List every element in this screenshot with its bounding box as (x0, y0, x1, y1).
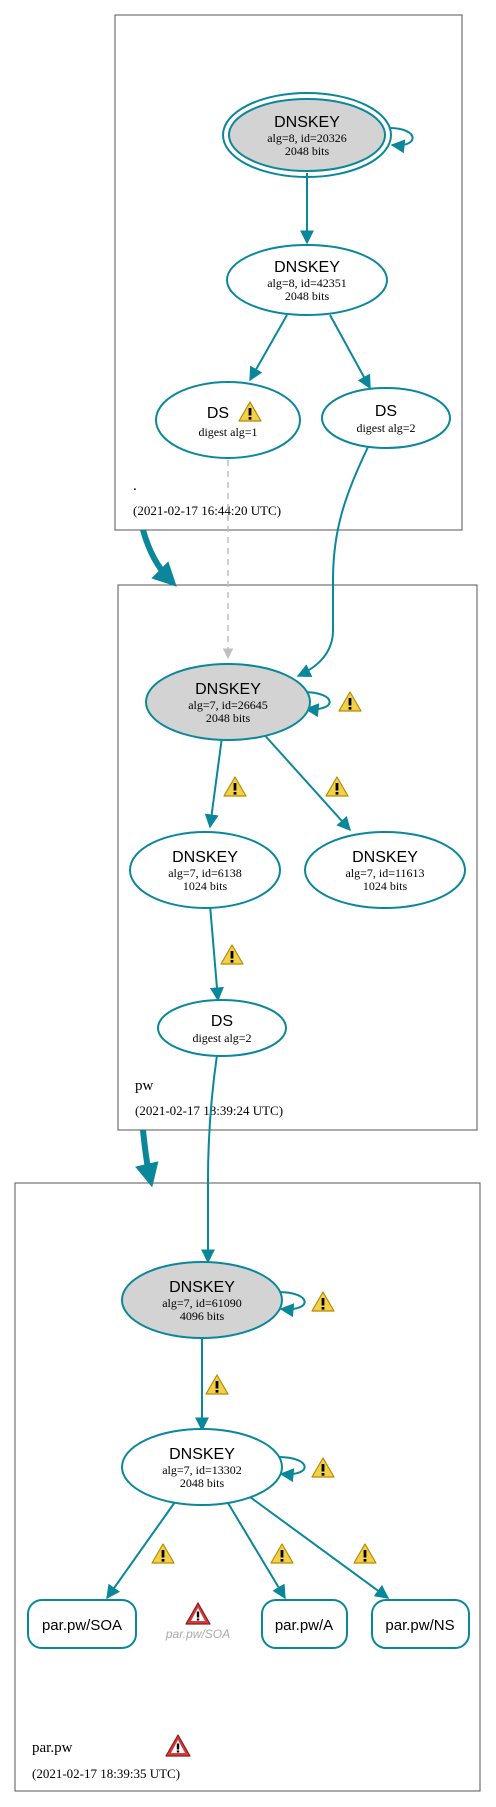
node-root-ksk[interactable]: DNSKEY alg=8, id=20326 2048 bits (222, 92, 392, 178)
node-root-ksk-bits: 2048 bits (285, 144, 330, 158)
node-root-ds1-title: DS (207, 405, 229, 422)
rrset-ns-label: par.pw/NS (385, 1617, 454, 1634)
node-pw-zsk2-title: DNSKEY (352, 849, 418, 866)
node-parpw-ksk[interactable]: DNSKEY alg=7, id=61090 4096 bits (121, 1261, 283, 1339)
selfloop-pw-ksk (302, 691, 331, 718)
edge-parpw-zsk-to-a (227, 1502, 286, 1600)
node-pw-zsk1-bits: 1024 bits (183, 879, 228, 893)
rrset-ns[interactable]: par.pw/NS (371, 1599, 470, 1649)
node-parpw-zsk-bits: 2048 bits (180, 1476, 225, 1490)
error-icon-zone-parpw (165, 1734, 191, 1757)
edge-parpw-zsk-to-ns (249, 1496, 390, 1599)
warning-icon-parpw-zsk-selfloop (311, 1457, 335, 1478)
warning-icon-pw-zsk1-to-ds (220, 944, 244, 965)
node-root-ds2[interactable]: DS digest alg=2 (321, 387, 451, 449)
rrset-soa[interactable]: par.pw/SOA (27, 1599, 137, 1649)
zone-pw-timestamp: (2021-02-17 18:39:24 UTC) (135, 1103, 283, 1118)
node-pw-ksk[interactable]: DNSKEY alg=7, id=26645 2048 bits (145, 663, 311, 741)
rrset-soa-label: par.pw/SOA (42, 1617, 122, 1634)
zone-root-name: . (133, 478, 137, 494)
edge-root-zsk-to-ds2 (329, 314, 371, 390)
edge-pw-ds-to-parpw-ksk (201, 1054, 218, 1264)
selfloop-root-ksk (388, 127, 414, 154)
warning-icon-parpw-ksk-selfloop (311, 1291, 335, 1312)
node-root-zsk-alg: alg=8, id=42351 (267, 276, 347, 290)
rrset-ghost-soa-label: par.pw/SOA (165, 1627, 230, 1641)
warning-icon-pw-ksk-to-zsk2 (325, 776, 349, 797)
node-pw-ds[interactable]: DS digest alg=2 (157, 999, 287, 1057)
node-root-ds1-digest: digest alg=1 (198, 425, 257, 439)
rrset-a[interactable]: par.pw/A (261, 1599, 348, 1649)
rrset-a-label: par.pw/A (275, 1617, 333, 1634)
edge-pw-ksk-to-zsk1 (204, 736, 223, 829)
node-root-ds1[interactable]: DS digest alg=1 (155, 381, 301, 459)
delegation-arrow-root-pw (140, 529, 177, 587)
node-root-ds2-digest: digest alg=2 (356, 421, 415, 435)
node-pw-zsk1-title: DNSKEY (172, 849, 238, 866)
node-pw-zsk2-alg: alg=7, id=11613 (345, 866, 424, 880)
node-pw-zsk1-alg: alg=7, id=6138 (168, 866, 242, 880)
node-parpw-zsk[interactable]: DNSKEY alg=7, id=13302 2048 bits (121, 1428, 283, 1506)
zone-root-box (114, 14, 463, 531)
node-root-ds2-title: DS (375, 403, 397, 420)
node-root-ksk-title: DNSKEY (274, 114, 340, 131)
warning-icon-parpw-zsk-to-soa (151, 1543, 175, 1564)
zone-parpw-name: par.pw (32, 1740, 73, 1756)
node-pw-zsk1[interactable]: DNSKEY alg=7, id=6138 1024 bits (129, 831, 281, 909)
edge-root-zsk-to-ds1 (249, 314, 288, 382)
node-root-ksk-alg: alg=8, id=20326 (267, 131, 347, 145)
rrset-ghost-soa: par.pw/SOA (165, 1602, 230, 1641)
selfloop-parpw-zsk (277, 1456, 306, 1483)
node-pw-ksk-title: DNSKEY (195, 681, 261, 698)
warning-icon-pw-ksk-selfloop (338, 691, 362, 712)
warning-icon-pw-ksk-to-zsk1 (223, 776, 247, 797)
node-pw-ds-digest: digest alg=2 (192, 1031, 251, 1045)
node-pw-zsk2[interactable]: DNSKEY alg=7, id=11613 1024 bits (304, 831, 466, 909)
zone-pw-name: pw (135, 1078, 154, 1094)
node-parpw-ksk-bits: 4096 bits (180, 1309, 225, 1323)
delegation-arrow-pw-parpw (135, 1129, 159, 1188)
warning-icon-parpw-ksk-to-zsk (205, 1374, 229, 1395)
node-root-zsk-bits: 2048 bits (285, 289, 330, 303)
node-parpw-ksk-title: DNSKEY (169, 1279, 235, 1296)
node-parpw-ksk-alg: alg=7, id=61090 (162, 1296, 242, 1310)
zone-parpw-box (14, 1182, 481, 1792)
node-root-zsk-title: DNSKEY (274, 259, 340, 276)
rrset-ghost-soa-error-icon (185, 1602, 211, 1625)
node-pw-ds-title: DS (211, 1013, 233, 1030)
warning-icon-parpw-zsk-to-ns (353, 1543, 377, 1564)
selfloop-parpw-ksk (277, 1291, 306, 1318)
zone-root-timestamp: (2021-02-17 16:44:20 UTC) (133, 503, 281, 518)
node-pw-ksk-bits: 2048 bits (206, 711, 251, 725)
edge-parpw-zsk-to-soa (106, 1501, 176, 1600)
node-root-zsk[interactable]: DNSKEY alg=8, id=42351 2048 bits (226, 244, 388, 316)
zone-parpw-timestamp: (2021-02-17 18:39:35 UTC) (32, 1766, 180, 1781)
zone-pw-box (117, 584, 478, 1131)
edge-pw-ksk-to-zsk2 (259, 729, 351, 832)
edge-pw-zsk1-to-ds (209, 904, 224, 1002)
warning-icon-parpw-zsk-to-a (270, 1543, 294, 1564)
edge-root-ds2-to-pw-ksk (296, 446, 369, 677)
node-pw-zsk2-bits: 1024 bits (363, 879, 408, 893)
node-parpw-zsk-title: DNSKEY (169, 1446, 235, 1463)
node-parpw-zsk-alg: alg=7, id=13302 (162, 1463, 242, 1477)
node-pw-ksk-alg: alg=7, id=26645 (188, 698, 268, 712)
